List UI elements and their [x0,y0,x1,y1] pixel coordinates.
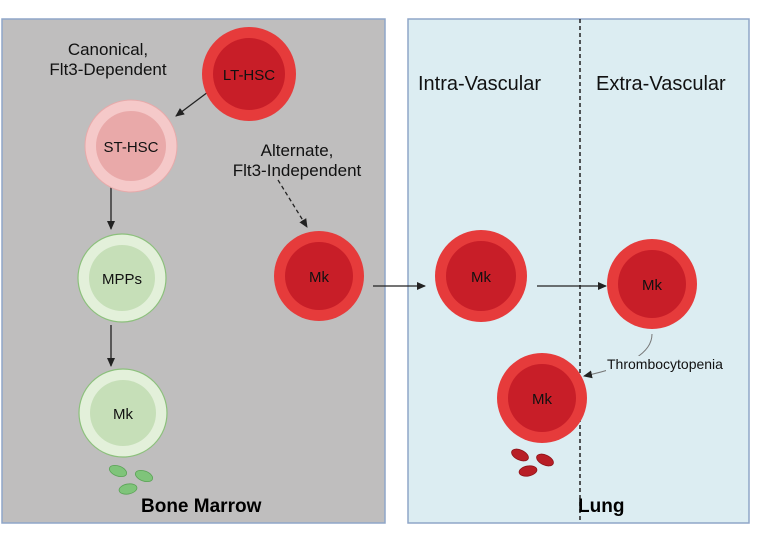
cell-mpps: MPPs [77,233,167,323]
platelets-green [108,464,154,495]
label-st-hsc: ST-HSC [103,139,158,156]
label-mk-intra: Mk [471,269,491,286]
label-lt-hsc: LT-HSC [223,67,275,84]
label-canonical: Canonical, Flt3-Dependent [28,40,188,81]
label-mk-extra: Mk [642,277,662,294]
label-alternate-line1: Alternate, [260,141,334,160]
cell-mk-extra: Mk [607,239,697,329]
label-mk-bone-marrow: Mk [309,269,329,286]
label-mpps: MPPs [102,271,142,288]
label-mk-green: Mk [113,406,133,423]
platelets-red [511,448,554,477]
platelet [134,469,154,483]
cell-mk-intra: Mk [435,230,527,322]
label-canonical-line2: Flt3-Dependent [49,60,167,80]
platelet [536,453,554,467]
cell-st-hsc: ST-HSC [84,99,178,193]
cell-mk-lower: Mk [497,353,587,443]
cell-mk-bone-marrow: Mk [274,231,364,321]
platelet [108,464,128,478]
platelet [511,448,529,462]
label-alternate-line2: Flt3-Independent [232,161,362,181]
label-mk-lower: Mk [532,391,552,408]
label-alternate: Alternate, Flt3-Independent [212,141,382,182]
arrow-alternate-dashed [277,179,308,228]
platelet [518,465,538,477]
arrow-lt-to-st [175,91,209,117]
platelet [118,483,138,495]
label-canonical-line1: Canonical, [67,40,149,59]
label-intra-vascular: Intra-Vascular [418,73,542,95]
label-thrombocytopenia: Thrombocytopenia [606,356,724,373]
label-extra-vascular: Extra-Vascular [596,73,726,95]
cell-mk-green: Mk [78,368,168,458]
lung-title: Lung [578,496,625,517]
cell-lt-hsc: LT-HSC [202,27,296,121]
bone-marrow-title: Bone Marrow [141,496,262,517]
